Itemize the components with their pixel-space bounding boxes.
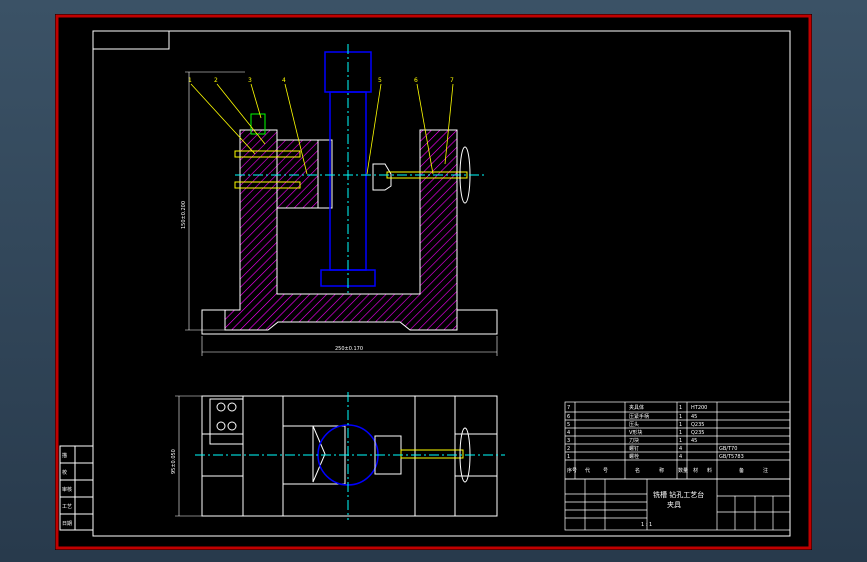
bom-row: 7 夹具体 1 HT200 [567, 404, 707, 411]
height-dimension: 150±0.200 [181, 201, 187, 229]
v-block-face [317, 139, 333, 209]
svg-text:4: 4 [567, 430, 570, 436]
part-number-3: 3 [248, 77, 252, 84]
svg-text:GB/T5783: GB/T5783 [719, 454, 744, 460]
svg-text:Q235: Q235 [691, 422, 704, 428]
svg-text:压紧手柄: 压紧手柄 [629, 413, 649, 420]
svg-text:45: 45 [691, 438, 697, 444]
svg-text:4: 4 [679, 454, 682, 460]
part-number-1: 1 [188, 77, 192, 84]
svg-text:夹具体: 夹具体 [629, 404, 644, 411]
svg-text:5: 5 [567, 422, 570, 428]
plan-setting-block [209, 398, 244, 445]
svg-text:1: 1 [679, 414, 682, 420]
svg-text:代: 代 [585, 467, 590, 474]
bom-row: 1 螺栓 4 GB/T5783 [567, 453, 744, 460]
bom-table [564, 401, 791, 480]
svg-text:材: 材 [693, 467, 698, 474]
part-number-4: 4 [282, 77, 286, 84]
svg-text:7: 7 [567, 405, 570, 411]
bolt-lower [234, 181, 301, 189]
svg-text:备: 备 [739, 467, 744, 474]
svg-text:数量: 数量 [678, 467, 688, 474]
left-block-row-3: 审核 [62, 486, 72, 493]
svg-text:1: 1 [679, 438, 682, 444]
svg-text:V形块: V形块 [629, 429, 642, 436]
sheet-outer-border [55, 14, 812, 550]
bolt-upper [234, 150, 301, 158]
plan-dimension: 95±0.050 [171, 449, 177, 474]
svg-text:压头: 压头 [629, 421, 639, 428]
drawing-canvas[interactable]: 1 2 3 4 5 6 7 150±0.200 250±0.170 [55, 14, 812, 550]
cad-viewport[interactable]: 1 2 3 4 5 6 7 150±0.200 250±0.170 [55, 14, 812, 550]
part-number-7: 7 [450, 77, 454, 84]
part-number-5: 5 [378, 77, 382, 84]
svg-text:Q235: Q235 [691, 430, 704, 436]
part-number-labels: 1 2 3 4 5 6 7 [188, 77, 454, 84]
plan-view: 95±0.050 [171, 392, 505, 520]
svg-text:1: 1 [567, 454, 570, 460]
pressure-head [372, 163, 392, 191]
svg-text:3: 3 [567, 438, 570, 444]
svg-text:名: 名 [635, 467, 640, 474]
drawing-number-box [92, 30, 170, 50]
drawing-frame [92, 30, 791, 537]
part-number-6: 6 [414, 77, 418, 84]
svg-text:1: 1 [679, 430, 682, 436]
left-block-row-5: 日期 [62, 521, 72, 527]
bom-row: 2 螺钉 4 GB/T70 [567, 445, 737, 452]
svg-text:1: 1 [679, 405, 682, 411]
front-view: 1 2 3 4 5 6 7 150±0.200 250±0.170 [181, 44, 498, 356]
dimension-lines [185, 71, 498, 356]
width-dimension: 250±0.170 [335, 346, 363, 352]
scale-note: 1 : 1 [641, 522, 652, 528]
svg-text:6: 6 [567, 414, 570, 420]
bom-header: 序号 代 号 名 称 数量 材 料 备 注 [567, 467, 768, 474]
bom-row: 4 V形块 1 Q235 [567, 429, 704, 436]
bom-row: 5 压头 1 Q235 [567, 421, 704, 428]
bom-rows: 7 夹具体 1 HT200 6 压紧手柄 1 45 5 压头 1 Q235 4 … [567, 404, 768, 474]
svg-text:HT200: HT200 [691, 405, 707, 411]
svg-text:2: 2 [567, 446, 570, 452]
v-block [276, 139, 319, 209]
left-block-row-4: 工艺 [62, 504, 72, 510]
bom-row: 6 压紧手柄 1 45 [567, 413, 697, 420]
svg-text:45: 45 [691, 414, 697, 420]
part-number-2: 2 [214, 77, 218, 84]
svg-text:螺钉: 螺钉 [629, 445, 639, 452]
plan-outline [201, 395, 498, 517]
title-block [564, 478, 791, 531]
setting-block [250, 113, 266, 135]
svg-text:号: 号 [603, 468, 608, 474]
left-block-row-2: 校 [62, 469, 67, 476]
part-leaders [190, 83, 454, 175]
svg-text:刀块: 刀块 [629, 437, 639, 444]
fixture-body [224, 129, 458, 331]
left-block-row-1: 描 [62, 452, 67, 459]
drawing-title-line-1: 铣槽 钻孔工艺台 [653, 490, 704, 499]
svg-text:1: 1 [679, 422, 682, 428]
svg-text:称: 称 [659, 467, 664, 474]
bom-row: 3 刀块 1 45 [567, 437, 697, 444]
svg-text:4: 4 [679, 446, 682, 452]
svg-text:料: 料 [707, 467, 712, 474]
svg-text:螺栓: 螺栓 [629, 453, 639, 460]
plan-screw [400, 449, 464, 459]
left-revision-block: 描 校 审核 工艺 日期 [59, 445, 94, 531]
svg-text:序号: 序号 [567, 467, 577, 474]
svg-text:GB/T70: GB/T70 [719, 446, 737, 452]
svg-text:注: 注 [763, 467, 768, 474]
drawing-title-line-2: 夹具 [667, 500, 681, 509]
